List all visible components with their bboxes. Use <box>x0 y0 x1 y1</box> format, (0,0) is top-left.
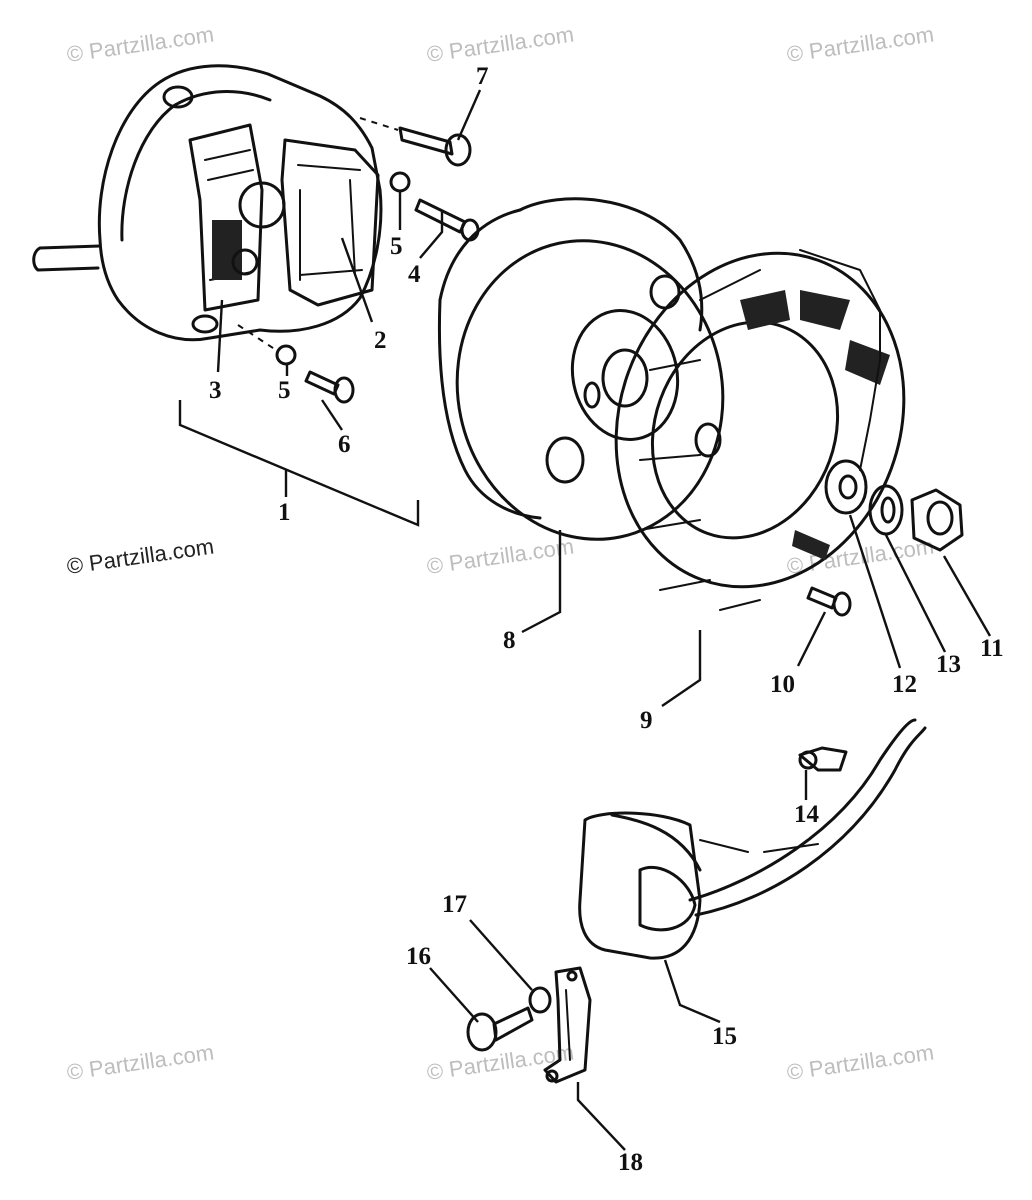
callout-9: 9 <box>640 707 653 734</box>
wire-clip <box>798 746 848 772</box>
callout-12: 12 <box>892 671 917 698</box>
coil-washer <box>528 986 552 1014</box>
coil-screw <box>414 198 480 242</box>
flat-washer <box>824 459 868 515</box>
callout-3: 3 <box>209 377 222 404</box>
fan <box>614 249 906 611</box>
plate-screw-top <box>359 117 472 167</box>
callout-15: 15 <box>712 1023 737 1050</box>
watermark: © Partzilla.com <box>785 1040 935 1085</box>
watermark: © Partzilla.com <box>65 1040 215 1085</box>
watermark: © Partzilla.com <box>65 534 215 579</box>
callout-11: 11 <box>980 635 1004 662</box>
ground-strap <box>543 966 592 1084</box>
callout-16: 16 <box>406 943 431 970</box>
lock-washer <box>275 344 297 366</box>
nut <box>910 488 964 552</box>
callout-7: 8 <box>503 627 516 654</box>
watermark: © Partzilla.com <box>425 22 575 67</box>
leader-lines <box>216 89 992 1151</box>
watermark: © Partzilla.com <box>425 534 575 579</box>
callout-6: 6 <box>338 431 351 458</box>
lock-washer <box>389 171 411 193</box>
callout-18: 18 <box>618 1149 643 1176</box>
callout-5-upper: 5 <box>390 233 403 260</box>
callout-17: 17 <box>442 891 467 918</box>
callout-14: 14 <box>794 801 820 828</box>
callout-1: 1 <box>278 499 291 526</box>
coil-bolt <box>466 1006 534 1052</box>
callout-4: 4 <box>408 261 421 288</box>
stator-plate-assembly <box>32 64 420 527</box>
callout-labels: 7 2 3 4 5 5 6 1 8 10 12 13 11 9 14 15 17… <box>209 63 1004 1176</box>
plate-screw <box>304 370 355 404</box>
callout-5-lower: 5 <box>278 377 291 404</box>
callout-2: 2 <box>374 327 387 354</box>
lock-washer-flywheel <box>868 484 904 536</box>
fan-screw <box>806 586 852 617</box>
flywheel <box>437 197 725 541</box>
callout-10: 10 <box>770 671 795 698</box>
watermark: © Partzilla.com <box>785 22 935 67</box>
external-coil <box>578 718 927 960</box>
callout-8: 7 <box>476 63 489 90</box>
callout-13: 13 <box>936 651 961 678</box>
watermark: © Partzilla.com <box>65 22 215 67</box>
